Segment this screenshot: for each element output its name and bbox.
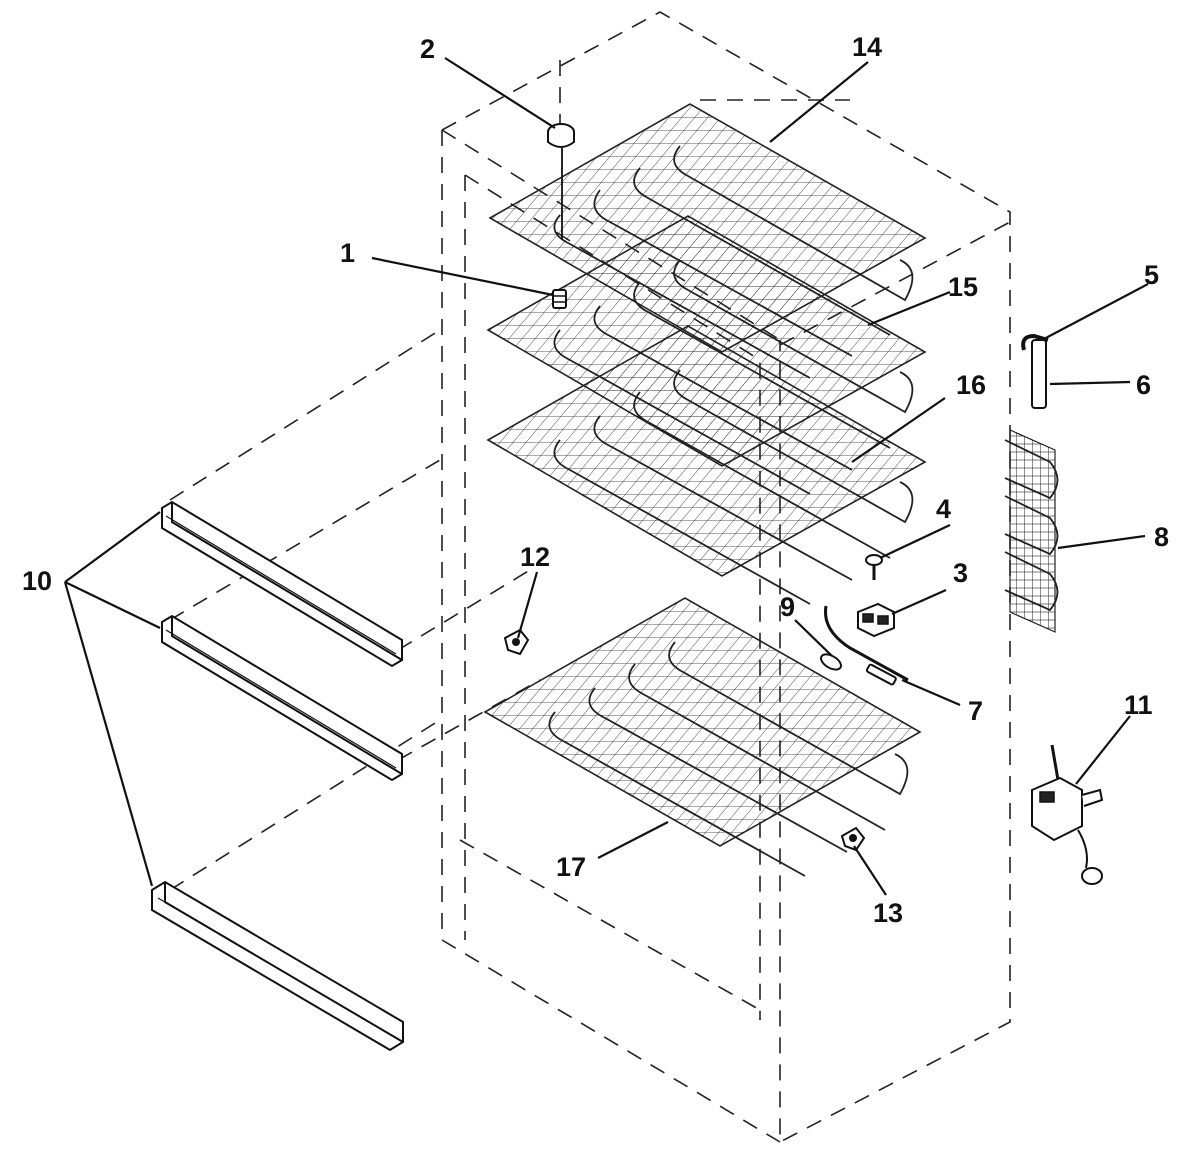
control-part-11 — [1031, 744, 1104, 885]
label-9: 9 — [780, 592, 795, 622]
bracket-part-13 — [840, 826, 866, 852]
rail-part-10-bottom — [151, 880, 404, 1052]
bracket-part-12 — [503, 628, 530, 656]
callout-labels: 1 2 3 4 5 6 7 8 9 10 11 12 13 14 15 16 1… — [22, 32, 1169, 928]
label-8: 8 — [1154, 522, 1169, 552]
label-16: 16 — [956, 370, 986, 400]
label-3: 3 — [953, 558, 968, 588]
leader-lines — [63, 57, 1149, 896]
label-15: 15 — [948, 272, 978, 302]
sensor-parts-7-9 — [820, 605, 909, 686]
screw-part-4 — [865, 554, 883, 580]
tube-parts-5-6 — [1021, 333, 1049, 409]
label-11: 11 — [1124, 690, 1153, 720]
label-1: 1 — [340, 238, 355, 268]
label-7: 7 — [968, 696, 983, 726]
evaporator-shelf-16 — [486, 325, 927, 605]
label-5: 5 — [1144, 260, 1159, 290]
label-6: 6 — [1136, 370, 1151, 400]
condenser-part-8 — [1004, 429, 1059, 633]
label-13: 13 — [873, 898, 903, 928]
label-2: 2 — [420, 34, 435, 64]
rail-part-10-middle — [161, 614, 403, 782]
clip-part-3 — [857, 602, 895, 638]
label-14: 14 — [852, 32, 882, 62]
screw-part-1 — [552, 289, 567, 309]
label-10: 10 — [22, 566, 52, 596]
rail-part-10-top — [161, 500, 403, 668]
cap-part-2 — [547, 123, 575, 240]
label-4: 4 — [936, 494, 951, 524]
label-12: 12 — [520, 542, 550, 572]
evaporator-shelf-17 — [483, 597, 922, 877]
label-17: 17 — [556, 852, 586, 882]
